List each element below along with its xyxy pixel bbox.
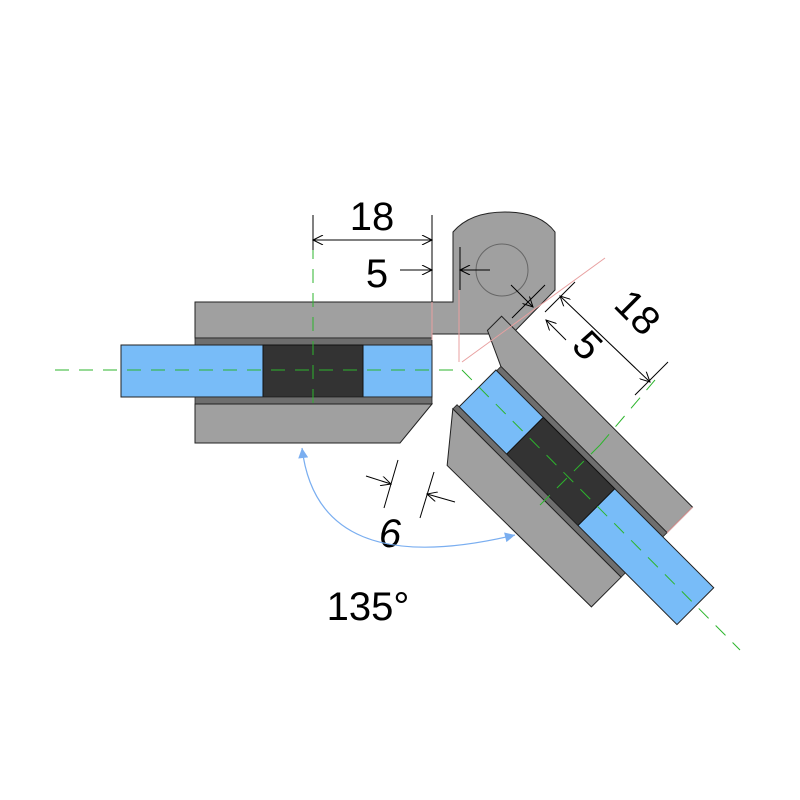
diag-end-ref-line <box>666 506 693 533</box>
dim-top-offset: 5 <box>366 247 490 296</box>
angle-arc <box>298 447 516 548</box>
dim-diag-offset-label: 5 <box>564 322 611 369</box>
dim-gap-label: 6 <box>379 512 402 556</box>
dim-angle-label: 135° <box>327 585 410 629</box>
bottom-plate <box>194 403 434 444</box>
diagonal-panel-assembly <box>446 315 715 626</box>
centerlines <box>55 245 741 651</box>
dim-top-width-label: 18 <box>350 195 395 239</box>
dim-top-width: 18 <box>313 195 432 302</box>
dim-angle: 135° <box>298 447 516 629</box>
dim-diag-width-label: 18 <box>606 282 669 345</box>
dim-top-offset-label: 5 <box>366 252 388 296</box>
reference-lines <box>431 257 606 363</box>
